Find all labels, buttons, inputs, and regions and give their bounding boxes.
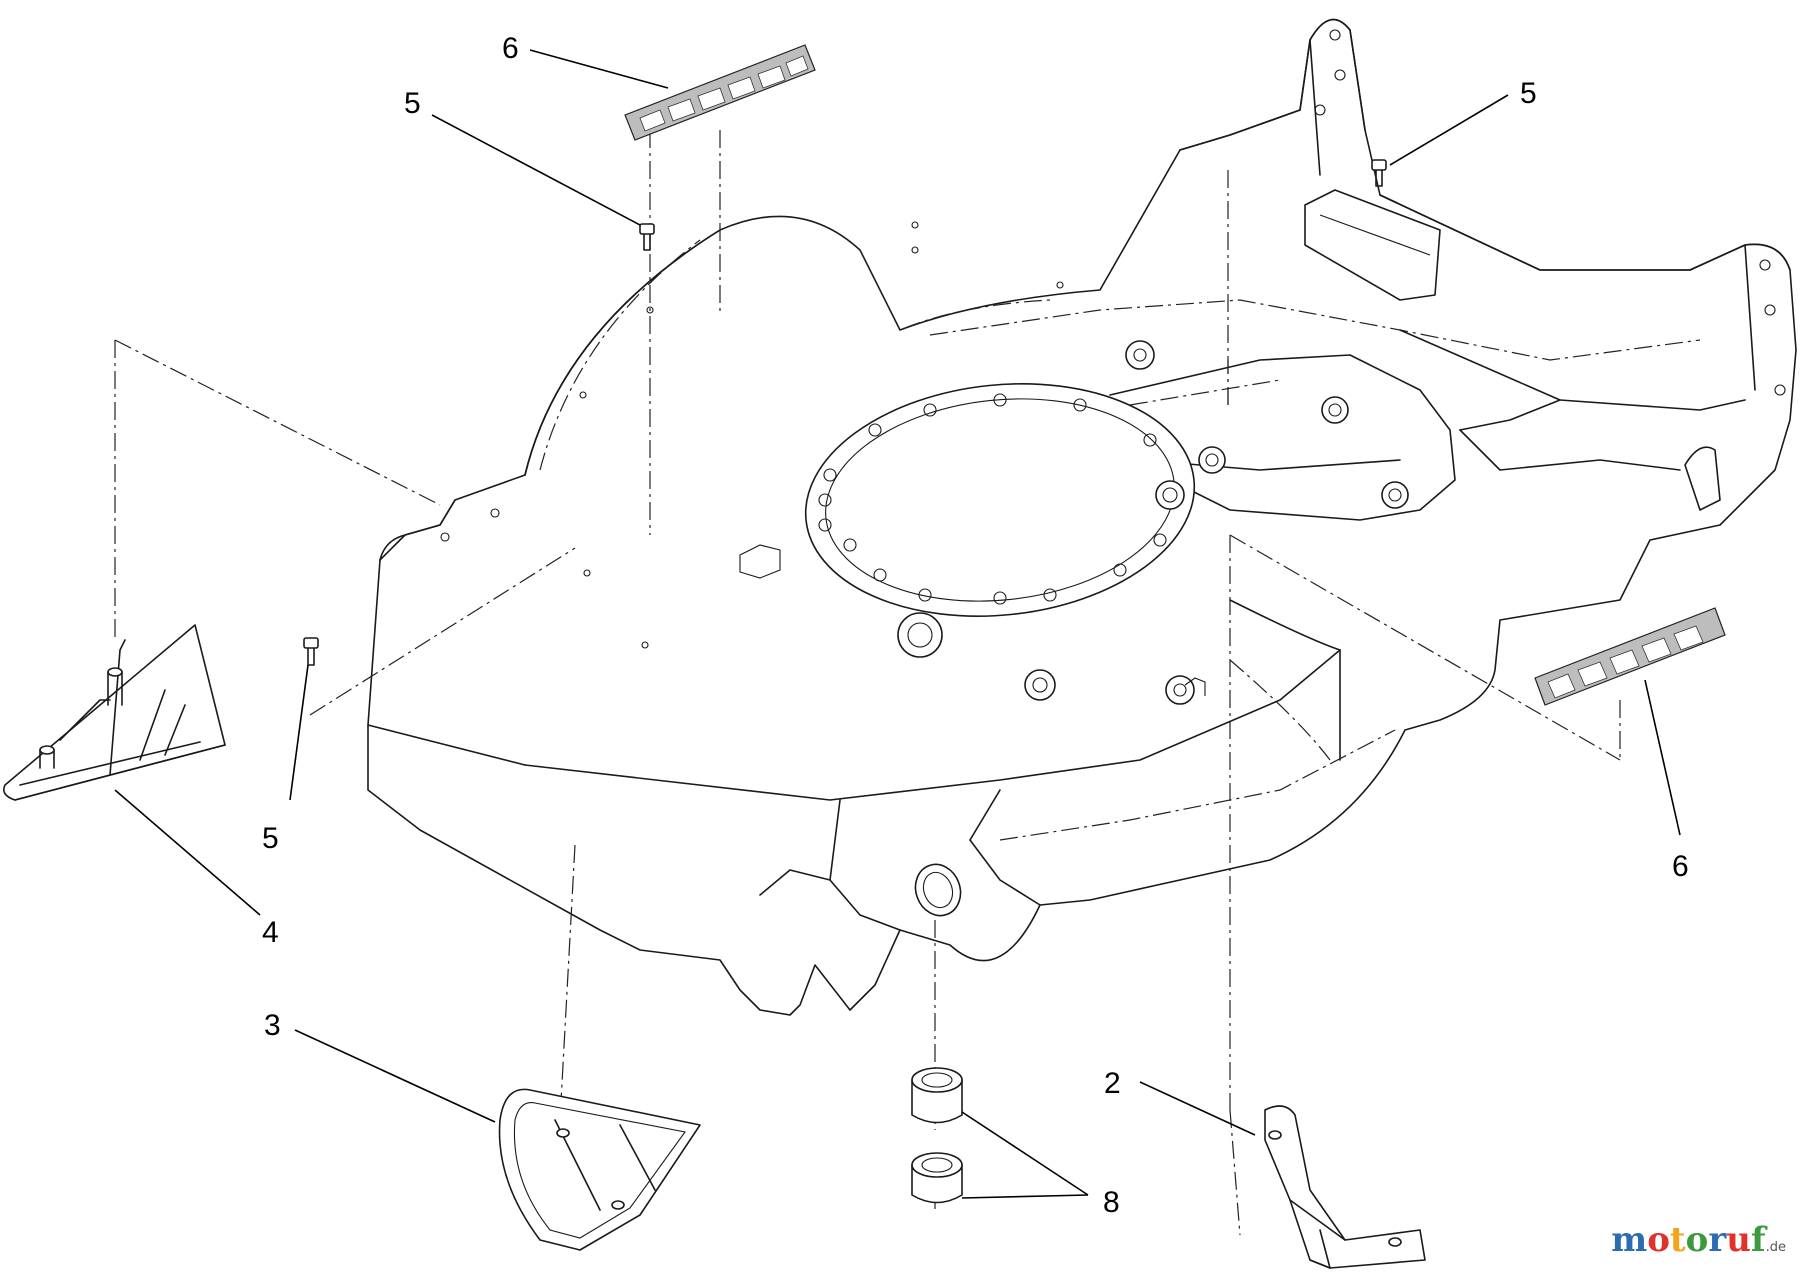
bushing-spacer-lower (911, 1152, 963, 1204)
wm-letter: u (1726, 1220, 1751, 1260)
wm-letter: o (1647, 1220, 1670, 1260)
callouts: 6 5 5 5 4 6 3 2 8 (262, 32, 1689, 1219)
callout-8: 8 (1103, 1186, 1120, 1219)
wm-letter: m (1611, 1220, 1648, 1260)
wm-letter: t (1669, 1220, 1686, 1260)
rear-baffle (498, 1088, 701, 1251)
bushing-spacer-upper (911, 1067, 963, 1124)
callout-5-side: 5 (262, 822, 279, 855)
side-discharge-baffle (2, 624, 226, 801)
watermark-logo: motoruf.de (1611, 1220, 1786, 1260)
callout-5-left: 5 (404, 87, 421, 120)
callout-6-right: 6 (1672, 850, 1689, 883)
leader-lines (114, 49, 1681, 1199)
wm-suffix: .de (1765, 1240, 1786, 1255)
screw-right-top (1371, 159, 1387, 187)
callout-6-top: 6 (502, 32, 519, 65)
callout-2: 2 (1104, 1067, 1121, 1100)
screw-left-side (303, 637, 319, 666)
wm-letter: f (1750, 1220, 1766, 1260)
screw-left-top (639, 223, 655, 251)
warning-decal-right (1534, 607, 1726, 706)
callout-4: 4 (262, 916, 279, 949)
wm-letter: r (1708, 1220, 1727, 1260)
callout-3: 3 (264, 1009, 281, 1042)
rear-chute-deflector (1264, 1105, 1426, 1269)
assembly-lines (114, 130, 1621, 1236)
warning-decal-top (624, 44, 816, 141)
mower-deck (367, 18, 1797, 1016)
wm-letter: o (1685, 1220, 1709, 1260)
callout-5-right: 5 (1520, 77, 1537, 110)
